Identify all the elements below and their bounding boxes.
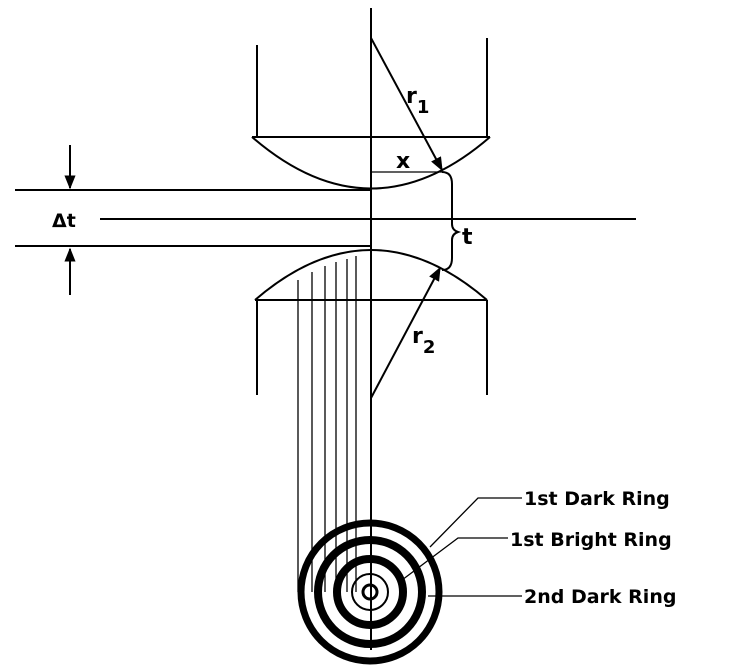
upper-lens-assembly (251, 38, 491, 190)
r1-arrow (370, 37, 443, 172)
ring-inner-thin (351, 573, 389, 611)
r1-label: r1 (406, 84, 429, 118)
delta-t-label: Δt (52, 210, 76, 232)
t-brace (441, 171, 462, 271)
t-label: t (462, 225, 473, 250)
x-label: x (396, 149, 410, 174)
ring-second-dark (314, 536, 426, 648)
newton-rings (297, 519, 443, 665)
leader-first-dark (429, 497, 522, 548)
r2-label: r2 (412, 324, 435, 358)
ring-first-dark (333, 555, 407, 629)
first-bright-ring-label: 1st Bright Ring (510, 529, 672, 551)
lower-lens-assembly (254, 249, 488, 395)
leader-first-bright (401, 537, 508, 581)
ring-center (361, 583, 379, 601)
r2-arrow (370, 266, 441, 399)
lower-lens-curve (254, 249, 488, 301)
second-dark-ring-label: 2nd Dark Ring (524, 586, 676, 608)
ring-outer-dark (297, 519, 443, 665)
first-dark-ring-label: 1st Dark Ring (524, 488, 670, 510)
projection-lines (297, 256, 357, 592)
upper-lens-curve (251, 136, 491, 190)
